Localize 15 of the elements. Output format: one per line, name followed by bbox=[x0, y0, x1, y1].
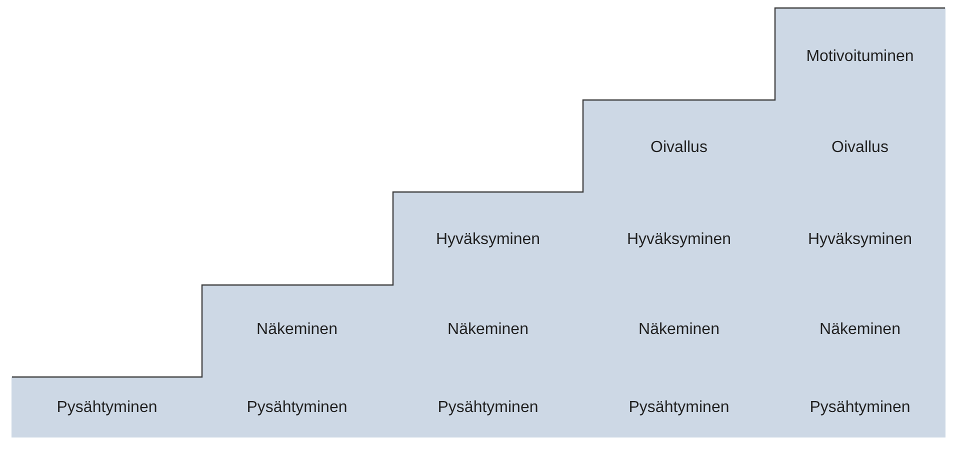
step-label: Pysähtyminen bbox=[56, 399, 158, 417]
step-label: Näkeminen bbox=[638, 321, 720, 339]
step-label: Pysähtyminen bbox=[628, 399, 730, 417]
step-label: Pysähtyminen bbox=[810, 399, 910, 417]
step-label: Hyväksyminen bbox=[436, 231, 540, 249]
step-label: Motivoituminen bbox=[806, 48, 914, 66]
step-label: Oivallus bbox=[650, 139, 708, 157]
step-label: Oivallus bbox=[832, 139, 888, 157]
step-label: Näkeminen bbox=[820, 321, 900, 339]
step-label: Hyväksyminen bbox=[626, 231, 732, 249]
step-label: Pysähtyminen bbox=[246, 399, 348, 417]
step-label: Näkeminen bbox=[256, 321, 338, 339]
step-label: Näkeminen bbox=[448, 321, 528, 339]
step-label: Pysähtyminen bbox=[438, 399, 538, 417]
step-label: Hyväksyminen bbox=[808, 231, 912, 249]
